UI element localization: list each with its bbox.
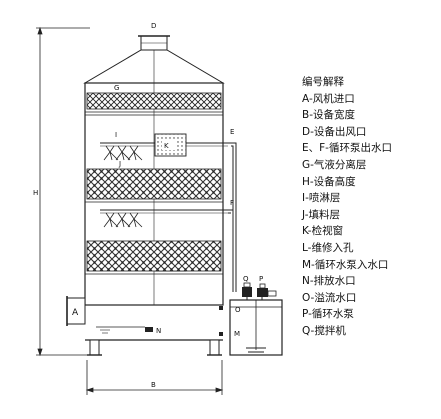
legend-item: A-风机进口	[302, 92, 355, 105]
label-a: A	[72, 308, 79, 318]
label-n: N	[156, 327, 161, 335]
packing-layer-lower	[86, 240, 222, 272]
dimension-height	[36, 26, 90, 357]
legend-item: G-气液分离层	[302, 158, 367, 171]
label-h: H	[33, 189, 38, 197]
label-o: O	[235, 306, 241, 314]
legend-item: P-循环水泵	[302, 308, 354, 321]
nozzle-group-lower	[103, 212, 143, 228]
spray-layer-lower	[100, 209, 228, 228]
tower-side-fittings	[219, 306, 223, 336]
label-g: G	[114, 84, 119, 92]
legend-item: Q-搅拌机	[302, 324, 346, 337]
legend-item: I-喷淋层	[302, 192, 341, 205]
legend-item: M-循环水泵入水口	[302, 258, 389, 271]
fan-inlet	[66, 296, 86, 326]
legend-item: J-填料层	[302, 208, 341, 221]
label-f: F	[230, 199, 234, 207]
packing-layer-upper	[86, 168, 222, 200]
legend-item: B-设备宽度	[302, 109, 355, 122]
label-p: P	[259, 275, 263, 283]
legend-item: N-排放水口	[302, 275, 356, 288]
legend-item: H-设备高度	[302, 175, 356, 188]
outlet-stack	[138, 35, 170, 51]
label-d: D	[151, 22, 156, 30]
legend: 编号解释 A-风机进口 B-设备宽度 D-设备出风口 E、F-循环泵出水口 G-…	[302, 74, 392, 340]
label-j-upper: J	[118, 160, 121, 168]
legend-item: K-检视窗	[302, 225, 344, 238]
tower-roof	[83, 49, 225, 84]
tower-legs	[87, 339, 222, 356]
legend-item: L-维修入孔	[302, 241, 354, 254]
legend-item: D-设备出风口	[302, 125, 367, 138]
label-k-upper: K	[164, 142, 169, 150]
circulation-pipe	[228, 142, 237, 292]
label-q: Q	[243, 275, 249, 283]
label-b: B	[151, 381, 156, 389]
legend-item: E、F-循环泵出水口	[302, 142, 392, 155]
circulation-pump	[257, 283, 277, 300]
label-e-right: E	[230, 128, 234, 136]
label-i-upper: I	[115, 131, 117, 139]
inspection-window-upper	[154, 133, 187, 157]
nozzle-group-upper	[103, 145, 143, 161]
label-m: M	[234, 330, 240, 338]
water-tank	[229, 299, 283, 356]
demister-layer	[86, 92, 222, 110]
legend-item: O-溢流水口	[302, 291, 357, 304]
dimension-width	[85, 360, 224, 395]
agitator	[242, 282, 252, 300]
sump-water	[96, 326, 153, 334]
legend-title: 编号解释	[302, 76, 344, 88]
